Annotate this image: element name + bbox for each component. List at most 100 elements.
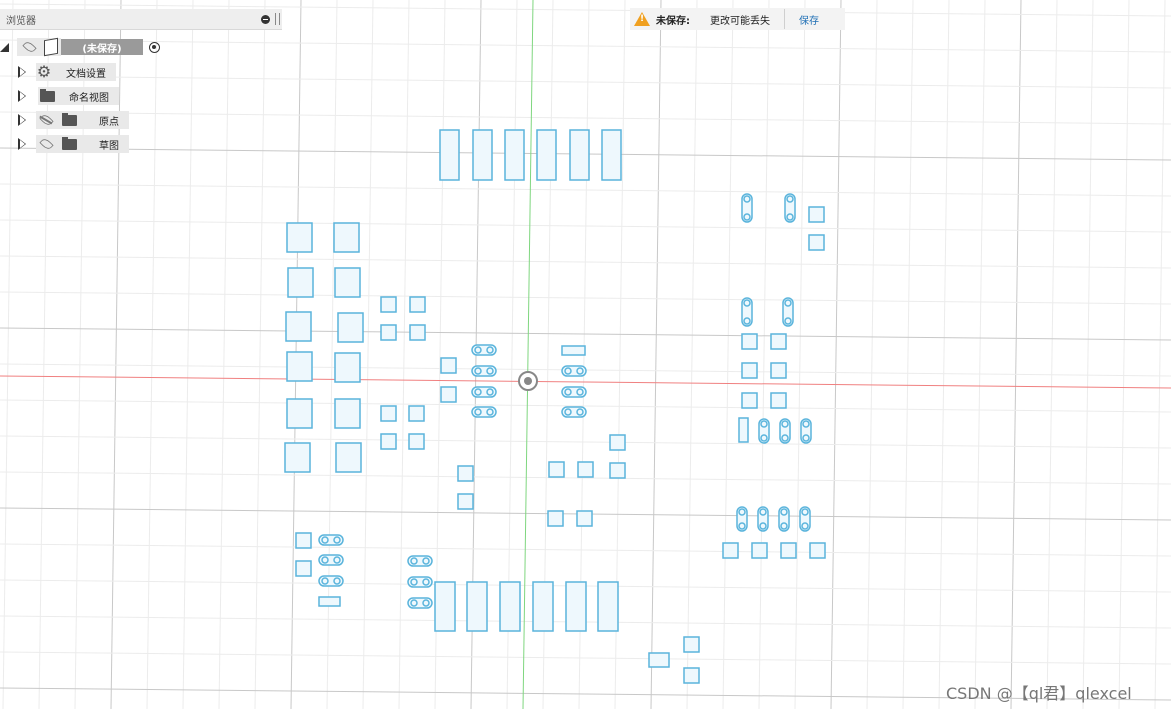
browser-item-label: 草图 (99, 140, 119, 152)
pad-hole (576, 408, 584, 416)
grid-line (398, 0, 410, 709)
expand-icon[interactable] (18, 114, 26, 126)
pad-rect (577, 461, 594, 478)
pad-rect (536, 129, 557, 181)
pad-hole (333, 556, 341, 564)
expand-icon[interactable] (18, 138, 26, 150)
pad-rect (408, 433, 425, 450)
pad-rect (318, 596, 341, 607)
expand-icon[interactable] (18, 66, 26, 78)
grid-line (938, 0, 950, 709)
pad-slot (736, 506, 748, 532)
browser-item-named-views[interactable]: 命名视图 (18, 87, 119, 105)
pad-hole (321, 556, 329, 564)
pad-rect (380, 433, 397, 450)
pad-rect (770, 362, 787, 379)
banner-divider (784, 9, 785, 29)
panel-grip-icon[interactable] (275, 13, 280, 25)
pad-rect (408, 405, 425, 422)
save-button[interactable]: 保存 (799, 15, 819, 27)
pad-rect (738, 417, 749, 443)
x-axis-line (0, 375, 1171, 389)
browser-root-node[interactable]: (未保存) (0, 37, 160, 57)
browser-item-sketches[interactable]: 草图 (18, 135, 129, 153)
pad-rect (337, 312, 364, 343)
pad-rect (409, 296, 426, 313)
hidden-eye-icon[interactable] (36, 111, 56, 129)
pad-rect (285, 311, 312, 342)
pad-rect (569, 129, 590, 181)
pad-rect (457, 493, 474, 510)
pad-rect (548, 461, 565, 478)
pad-rect (335, 442, 362, 473)
grid-line (902, 0, 914, 709)
pad-rect (741, 392, 758, 409)
grid-line (0, 651, 1171, 665)
footprint-pads (284, 129, 826, 684)
pad-rect (409, 324, 426, 341)
browser-item-origin[interactable]: 原点 (18, 111, 129, 129)
expand-open-icon[interactable] (0, 42, 9, 52)
grid-line (794, 0, 806, 709)
active-component-radio-icon[interactable] (149, 41, 160, 53)
pad-hole (743, 317, 751, 325)
pad-hole (576, 388, 584, 396)
grid-line (1154, 0, 1166, 709)
pad-slot (800, 418, 812, 444)
browser-item-document-settings[interactable]: ⚙ 文档设置 (18, 63, 116, 81)
grid-line (182, 0, 194, 709)
browser-item-label: 文档设置 (66, 68, 106, 80)
pad-rect (457, 465, 474, 482)
pad-rect (504, 129, 525, 181)
pad-hole (486, 388, 494, 396)
pad-hole (486, 346, 494, 354)
pad-hole (333, 577, 341, 585)
browser-panel-header[interactable]: 浏览器 (0, 9, 282, 30)
root-component-label[interactable]: (未保存) (61, 39, 143, 55)
pad-rect (547, 510, 564, 527)
grid-line (866, 0, 878, 709)
pad-hole (781, 420, 789, 428)
pad-rect (472, 129, 493, 181)
pad-hole (801, 522, 809, 530)
pad-slot (799, 506, 811, 532)
eye-icon[interactable] (21, 39, 37, 55)
pad-rect (808, 234, 825, 251)
pad-rect (440, 386, 457, 403)
pad-hole (564, 408, 572, 416)
pad-hole (333, 536, 341, 544)
pad-hole (760, 420, 768, 428)
grid-line (146, 0, 158, 709)
pad-rect (286, 222, 313, 253)
pad-hole (474, 388, 482, 396)
expand-icon[interactable] (18, 90, 26, 102)
pad-hole (474, 346, 482, 354)
pad-rect (809, 542, 826, 559)
folder-icon (40, 88, 55, 102)
collapse-icon[interactable] (261, 14, 270, 24)
pad-hole (743, 195, 751, 203)
pad-hole (474, 408, 482, 416)
pad-slot (757, 506, 769, 532)
grid-line (0, 687, 1171, 701)
grid-line (830, 0, 842, 709)
grid-line (650, 0, 662, 709)
grid-line (0, 111, 1171, 125)
pad-rect (286, 351, 313, 382)
document-icon (44, 37, 58, 57)
grid-line (0, 39, 1171, 53)
grid-line (722, 0, 734, 709)
folder-icon (62, 136, 77, 150)
pad-hole (474, 367, 482, 375)
pad-hole (576, 367, 584, 375)
pad-hole (802, 420, 810, 428)
pad-rect (576, 510, 593, 527)
pad-hole (410, 578, 418, 586)
origin-point-icon[interactable] (518, 371, 538, 391)
pad-rect (561, 345, 586, 356)
pad-rect (532, 581, 554, 632)
grid-line (0, 543, 1171, 557)
pad-hole (801, 508, 809, 516)
eye-icon[interactable] (38, 136, 54, 152)
